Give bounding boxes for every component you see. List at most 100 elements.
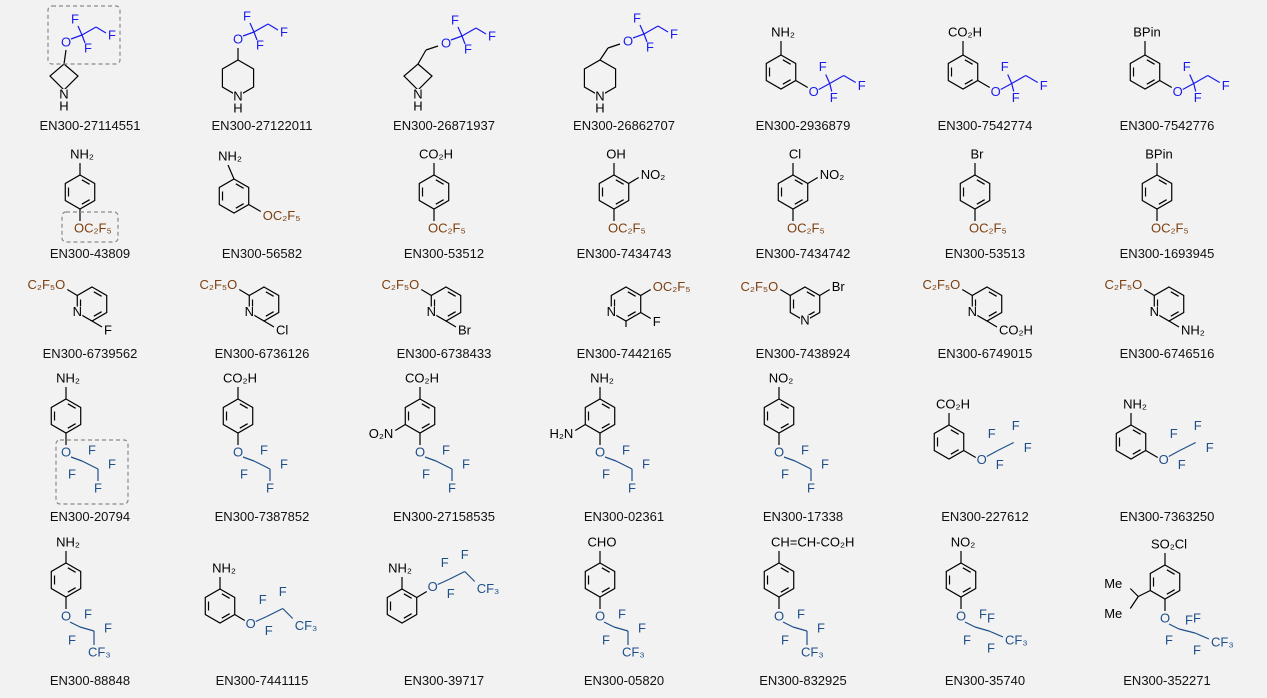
fluorine-label: F	[88, 442, 96, 457]
substituent-label: H₂N	[549, 426, 573, 441]
oc2f5-label: C₂F₅O	[382, 277, 420, 292]
fluorine-label: F	[618, 606, 626, 621]
fluorine-label: F	[996, 457, 1004, 472]
fluorine-label: F	[84, 606, 92, 621]
oc2f5-label: C₂F₅O	[1105, 277, 1143, 292]
fluorine-label: F	[442, 442, 450, 457]
fluorine-label: F	[830, 90, 838, 105]
compound-id: EN300-6736126	[214, 346, 310, 361]
oxygen-label: O	[233, 31, 243, 46]
fluorine-label: F	[422, 466, 430, 481]
fluorine-label: F	[461, 547, 469, 562]
fluorine-label: F	[108, 27, 116, 42]
fluorine-label: F	[447, 586, 455, 601]
cf3-label: CF₃	[801, 644, 824, 659]
bromine-label: Br	[832, 279, 846, 294]
substituent-label: Br	[458, 322, 472, 337]
fluorine-label: F	[462, 456, 470, 471]
fragment-highlight-box	[55, 439, 129, 505]
nitrogen-label: N	[413, 86, 422, 101]
nitrogen-label: N	[413, 86, 422, 101]
fragment-highlight-box	[61, 211, 119, 243]
fluorine-label: F	[1040, 78, 1048, 93]
cf3-label: CF₃	[622, 644, 645, 659]
substituent-label: CO₂H	[936, 396, 970, 411]
fluorine-label: F	[1001, 59, 1009, 74]
compound-id: EN300-7434743	[576, 246, 672, 261]
substituent-label: CH=CH-CO₂H	[771, 534, 854, 549]
fluorine-label: F	[987, 610, 995, 625]
fluorine-label: F	[646, 39, 654, 54]
substituent-label: NH₂	[56, 370, 80, 385]
nitrogen-label: N	[245, 304, 254, 319]
fluorine-label: F	[817, 620, 825, 635]
oxygen-label: O	[623, 33, 633, 48]
substituent-label: CO₂H	[948, 24, 982, 39]
fluorine-label: F	[797, 606, 805, 621]
compound-id: EN300-7442165	[576, 346, 672, 361]
fluorine-label: F	[988, 426, 996, 441]
fluorine-label: F	[441, 555, 449, 570]
fluorine-label: F	[602, 632, 610, 647]
cf3-label: CF₃	[1211, 634, 1234, 649]
oxygen-label: O	[1160, 610, 1170, 625]
substituent-label: NO₂	[951, 534, 976, 549]
fluorine-label: F	[1183, 59, 1191, 74]
fluorine-label: F	[781, 632, 789, 647]
fluorine-label: F	[464, 41, 472, 56]
fluorine-label: F	[1178, 457, 1186, 472]
nitrogen-label: N	[607, 304, 616, 319]
oxygen-label: O	[956, 608, 966, 623]
substituent-label: NH₂	[388, 560, 412, 575]
fluorine-label: F	[68, 632, 76, 647]
oc2f5-label: OC₂F₅	[969, 220, 1007, 235]
fluorine-label: F	[653, 314, 661, 329]
fluorine-label: F	[987, 640, 995, 655]
fluorine-label: F	[71, 11, 79, 26]
compound-id: EN300-227612	[941, 509, 1029, 524]
fluorine-label: F	[801, 442, 809, 457]
fluorine-label: F	[807, 480, 815, 495]
compound-id: EN300-1693945	[1119, 246, 1215, 261]
nitro-label: NO₂	[641, 167, 666, 182]
fragment-highlight-box	[47, 5, 121, 65]
compound-id: EN300-02361	[583, 509, 665, 524]
substituent-label: Br	[971, 146, 985, 161]
substituent-label: NH₂	[1181, 322, 1205, 337]
oxygen-label: O	[595, 444, 605, 459]
nitrogen-label: N	[1150, 304, 1159, 319]
compound-id: EN300-7542774	[937, 118, 1033, 133]
fluorine-label: F	[266, 480, 274, 495]
compound-id: EN300-7434742	[755, 246, 851, 261]
fluorine-label: F	[821, 456, 829, 471]
methyl-label: Me	[1104, 576, 1122, 591]
oc2f5-label: OC₂F₅	[608, 220, 646, 235]
fluorine-label: F	[104, 620, 112, 635]
cf3-label: CF₃	[295, 618, 318, 633]
fluorine-label: F	[451, 12, 459, 27]
compound-id: EN300-7542776	[1119, 118, 1215, 133]
compound-id: EN300-53513	[944, 246, 1026, 261]
oxygen-label: O	[61, 444, 71, 459]
fluorine-label: F	[1206, 440, 1214, 455]
compound-id: EN300-27114551	[39, 118, 141, 133]
compound-id: EN300-20794	[49, 509, 131, 524]
nitrogen-label: N	[595, 88, 604, 103]
compound-id: EN300-05820	[583, 673, 665, 688]
fluorine-label: F	[1024, 440, 1032, 455]
oxygen-label: O	[809, 84, 819, 99]
compound-id: EN300-56582	[221, 246, 303, 261]
compound-id: EN300-43809	[49, 246, 131, 261]
compound-id: EN300-17338	[762, 509, 844, 524]
fluorine-label: F	[280, 456, 288, 471]
fluorine-label: F	[1165, 632, 1173, 647]
methyl-label: Me	[1104, 606, 1122, 621]
compound-id: EN300-6749015	[937, 346, 1033, 361]
fluorine-label: F	[280, 24, 288, 39]
nitro-label: NO₂	[820, 167, 845, 182]
nitrogen-label: N	[800, 312, 809, 327]
fluorine-label: F	[259, 592, 267, 607]
fluorine-label: F	[1185, 612, 1193, 627]
oxygen-label: O	[977, 452, 987, 467]
oc2f5-label: C₂F₅O	[200, 277, 238, 292]
